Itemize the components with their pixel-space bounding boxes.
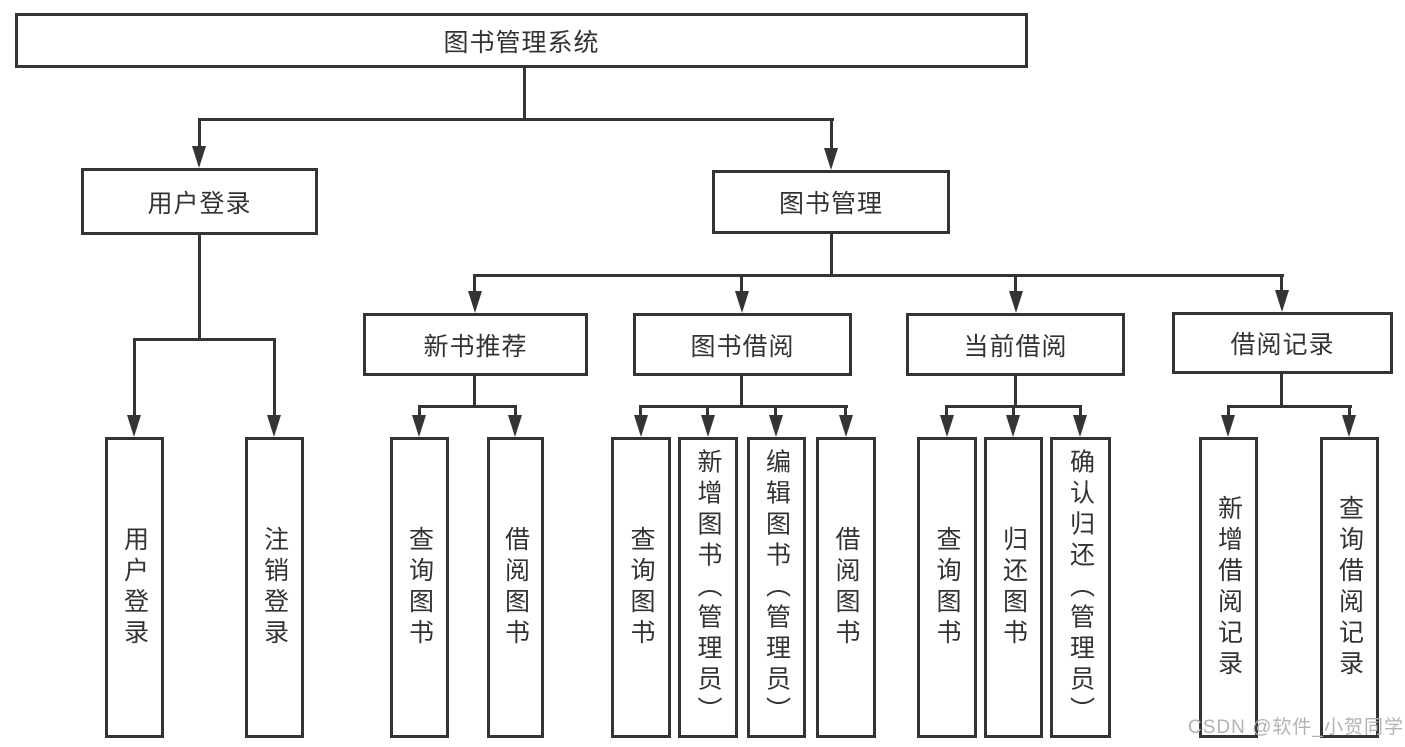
arrowhead-icon [1342, 415, 1356, 437]
leaf-edit-books-admin: 编辑图书（管理员） [747, 437, 806, 738]
node-library-management-system: 图书管理系统 [15, 13, 1028, 68]
node-book-borrowing: 图书借阅 [633, 313, 852, 376]
arrowhead-icon [1009, 291, 1023, 313]
node-label: 确认归还（管理员） [1066, 448, 1095, 727]
connector-line [418, 405, 517, 408]
leaf-query-books: 查询图书 [611, 437, 671, 738]
leaf-return-books: 归还图书 [984, 437, 1043, 738]
connector-line [133, 338, 136, 417]
arrowhead-icon [127, 415, 141, 437]
node-current-borrowing: 当前借阅 [906, 313, 1125, 376]
leaf-borrow-books: 借阅图书 [487, 437, 544, 738]
connector-line [418, 405, 421, 417]
connector-line [706, 405, 709, 417]
connector-line [844, 405, 847, 417]
connector-line [1280, 274, 1283, 292]
node-label: 新增图书（管理员） [694, 448, 722, 727]
arrowhead-icon [192, 146, 206, 168]
arrowhead-icon [468, 291, 482, 313]
connector-line [198, 118, 201, 148]
arrowhead-icon [508, 415, 522, 437]
node-user-login: 用户登录 [81, 168, 318, 235]
node-label: 查询借阅记录 [1335, 494, 1364, 681]
connector-line [740, 274, 743, 293]
connector-line [1014, 274, 1017, 293]
node-label: 新增借阅记录 [1214, 494, 1243, 681]
leaf-query-books: 查询图书 [917, 437, 977, 738]
connector-line [133, 338, 276, 341]
node-label: 借阅记录 [1230, 331, 1335, 359]
node-new-book-recommendation: 新书推荐 [363, 313, 588, 376]
connector-line [1348, 405, 1351, 417]
leaf-confirm-return-admin: 确认归还（管理员） [1050, 437, 1111, 738]
node-label: 借阅图书 [501, 525, 530, 650]
arrowhead-icon [735, 291, 749, 313]
connector-line [198, 118, 834, 121]
leaf-query-books: 查询图书 [390, 437, 449, 738]
connector-line [514, 405, 517, 417]
arrowhead-icon [769, 415, 783, 437]
arrowhead-icon [701, 415, 715, 437]
connector-line [1079, 405, 1082, 417]
node-label: 图书管理系统 [443, 28, 600, 57]
node-label: 图书管理 [778, 190, 884, 218]
connector-line [830, 118, 833, 150]
leaf-user-login: 用户登录 [105, 437, 164, 738]
node-label: 图书借阅 [690, 332, 795, 361]
connector-line [1280, 374, 1283, 405]
connector-line [473, 376, 476, 405]
connector-line [639, 405, 642, 417]
leaf-logout: 注销登录 [245, 437, 304, 738]
arrowhead-icon [1275, 290, 1289, 312]
arrowhead-icon [634, 415, 648, 437]
node-label: 新书推荐 [423, 332, 528, 361]
arrowhead-icon [824, 148, 838, 170]
leaf-borrow-books: 借阅图书 [816, 437, 876, 738]
node-label: 注销登录 [260, 525, 289, 650]
connector-line [1014, 376, 1017, 405]
arrowhead-icon [839, 415, 853, 437]
node-borrowing-records: 借阅记录 [1172, 312, 1393, 374]
arrowhead-icon [267, 415, 281, 437]
arrowhead-icon [1073, 415, 1087, 437]
arrowhead-icon [1221, 415, 1235, 437]
connector-line [273, 338, 276, 417]
connector-line [740, 376, 743, 405]
arrowhead-icon [940, 415, 954, 437]
connector-line [198, 235, 201, 338]
node-label: 查询图书 [933, 525, 961, 650]
connector-line [774, 405, 777, 417]
connector-line [1227, 405, 1230, 417]
node-label: 归还图书 [999, 525, 1028, 650]
connector-line [474, 274, 1284, 277]
connector-line [523, 66, 526, 118]
node-book-management: 图书管理 [712, 170, 950, 234]
node-label: 查询图书 [405, 525, 434, 650]
arrowhead-icon [412, 415, 426, 437]
node-label: 用户登录 [147, 189, 252, 218]
connector-line [1012, 405, 1015, 417]
node-label: 编辑图书（管理员） [762, 448, 791, 727]
leaf-add-borrow-record: 新增借阅记录 [1199, 437, 1258, 738]
node-label: 查询图书 [627, 525, 655, 650]
connector-line [473, 274, 476, 293]
node-label: 当前借阅 [963, 332, 1068, 361]
connector-line [1227, 405, 1352, 408]
node-label: 用户登录 [120, 525, 149, 650]
arrowhead-icon [1006, 415, 1020, 437]
leaf-query-borrow-record: 查询借阅记录 [1320, 437, 1379, 738]
connector-line [945, 405, 948, 417]
node-label: 借阅图书 [832, 525, 860, 650]
leaf-add-books-admin: 新增图书（管理员） [678, 437, 738, 738]
connector-line [830, 234, 833, 274]
csdn-watermark: CSDN @软件_小贺同学 [1188, 717, 1404, 738]
connector-line [639, 405, 848, 408]
